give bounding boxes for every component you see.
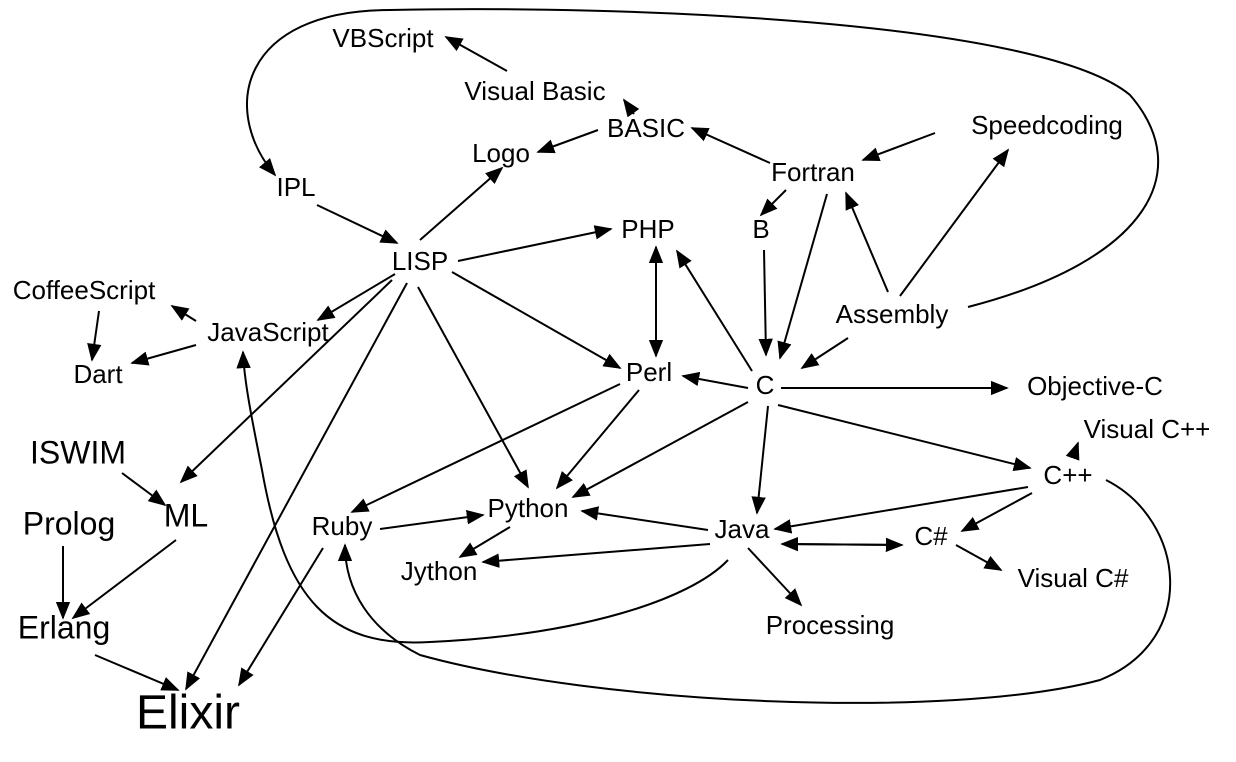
edge-java-processing xyxy=(747,547,803,607)
edge-basic-visual-basic xyxy=(622,98,640,118)
node-dart: Dart xyxy=(73,359,123,389)
node-ml: ML xyxy=(164,497,208,533)
node-visual-basic: Visual Basic xyxy=(464,76,605,106)
node-speedcoding: Speedcoding xyxy=(971,110,1123,140)
node-python: Python xyxy=(488,493,569,523)
edge-lisp-logo xyxy=(419,166,504,241)
node-assembly: Assembly xyxy=(836,299,949,329)
edge-basic-logo xyxy=(536,129,599,154)
edge-lisp-perl xyxy=(451,271,622,369)
edge-javascript-coffeescript xyxy=(170,305,197,322)
edge-assembly-speedcoding xyxy=(899,148,1010,297)
edge-c-python xyxy=(571,401,749,498)
edge-lisp-ml xyxy=(179,279,393,484)
edge-java-javascript xyxy=(236,350,729,644)
node-jython: Jython xyxy=(401,556,478,586)
node-processing: Processing xyxy=(766,610,895,640)
edge-c-cpp xyxy=(777,404,1032,472)
edge-erlang-elixir xyxy=(94,654,180,691)
edge-lisp-javascript xyxy=(316,273,396,321)
node-cpp: C++ xyxy=(1043,460,1092,490)
edge-csharp-java xyxy=(780,536,903,552)
edge-ipl-lisp xyxy=(316,204,399,244)
node-b: B xyxy=(752,214,769,244)
node-basic: BASIC xyxy=(607,113,685,143)
node-visual-cpp: Visual C++ xyxy=(1084,414,1211,444)
edge-c-php xyxy=(676,249,753,372)
edge-ml-erlang xyxy=(71,539,177,620)
edge-assembly-fortran xyxy=(845,191,889,293)
node-c: C xyxy=(756,370,775,400)
edge-lisp-python xyxy=(417,286,529,489)
edge-csharp-visual-csharp xyxy=(955,544,1003,571)
edge-fortran-b xyxy=(759,189,787,217)
edge-b-c xyxy=(758,249,773,357)
node-vbscript: VBScript xyxy=(332,23,434,53)
node-fortran: Fortran xyxy=(771,157,855,187)
edge-lisp-php xyxy=(457,225,613,262)
edge-cpp-csharp xyxy=(960,492,1033,532)
edge-visual-basic-vbscript xyxy=(444,36,508,72)
edge-fortran-basic xyxy=(690,127,771,164)
edge-speedcoding-fortran xyxy=(861,132,936,162)
node-prolog: Prolog xyxy=(23,505,116,541)
node-ruby: Ruby xyxy=(312,511,373,541)
node-perl: Perl xyxy=(626,357,672,387)
edge-ruby-elixir xyxy=(238,547,324,687)
node-visual-csharp: Visual C# xyxy=(1018,563,1129,593)
node-ipl: IPL xyxy=(276,172,315,202)
edge-assembly-c xyxy=(800,337,849,369)
node-lisp: LISP xyxy=(392,246,448,276)
edge-lisp-elixir xyxy=(185,282,408,691)
edge-perl-python xyxy=(555,389,640,490)
edge-c-perl xyxy=(681,371,749,389)
edge-assembly-ipl xyxy=(246,8,1160,308)
node-coffeescript: CoffeeScript xyxy=(13,275,156,305)
edge-javascript-dart xyxy=(130,344,197,366)
node-erlang: Erlang xyxy=(18,609,111,645)
edge-iswim-ml xyxy=(121,472,167,507)
edge-cpp-java xyxy=(773,486,1029,534)
node-logo: Logo xyxy=(472,138,530,168)
edge-coffeescript-dart xyxy=(87,310,102,362)
edge-fortran-c xyxy=(777,193,828,360)
edge-cpp-visual-cpp xyxy=(1065,441,1080,461)
node-iswim: ISWIM xyxy=(30,434,126,470)
edge-java-jython xyxy=(481,543,711,568)
edge-perl-ruby xyxy=(350,383,621,513)
node-objective-c: Objective-C xyxy=(1027,371,1163,401)
node-javascript: JavaScript xyxy=(207,317,329,347)
edge-cpp-ruby xyxy=(337,479,1172,704)
node-java: Java xyxy=(715,514,770,544)
edge-python-jython xyxy=(458,526,511,558)
edge-java-python xyxy=(580,506,709,531)
edge-c-java xyxy=(751,405,769,515)
edge-ruby-python xyxy=(379,510,485,530)
node-php: PHP xyxy=(621,214,674,244)
node-elixir: Elixir xyxy=(136,687,240,740)
node-csharp: C# xyxy=(914,521,948,551)
